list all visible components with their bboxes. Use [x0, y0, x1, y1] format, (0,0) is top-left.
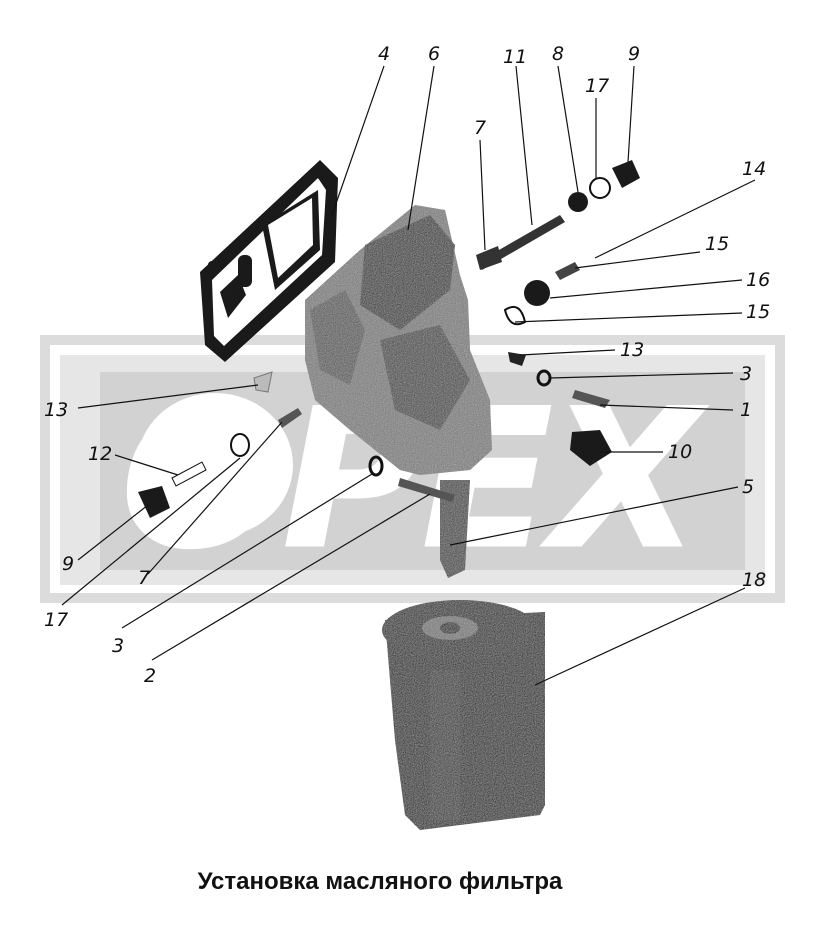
callout-13-left: 13 — [44, 399, 68, 421]
callout-9-left: 9 — [62, 553, 74, 575]
plug-9-left — [138, 486, 170, 518]
spring-12 — [171, 461, 207, 487]
bolt-13-left — [253, 371, 273, 393]
valve-16 — [524, 280, 550, 306]
spring-7-left — [278, 408, 302, 428]
callout-1: 1 — [740, 399, 752, 421]
oring-3-left — [368, 455, 384, 477]
fittings — [138, 160, 640, 518]
callout-3-right: 3 — [740, 363, 752, 385]
callout-18: 18 — [742, 569, 766, 591]
callout-12: 12 — [88, 443, 112, 465]
callout-labels: 4 6 11 8 9 17 7 14 15 16 15 13 3 1 13 12… — [44, 43, 770, 687]
callout-10: 10 — [668, 441, 692, 463]
ring-17-left — [230, 433, 250, 457]
plug-9-top — [612, 160, 640, 188]
callout-8: 8 — [552, 43, 564, 65]
spring-7-top — [476, 246, 502, 270]
oil-filter-18 — [382, 600, 545, 830]
callout-4: 4 — [378, 43, 390, 65]
pin-1 — [572, 390, 610, 408]
callout-17-left: 17 — [44, 609, 68, 631]
plug-10 — [570, 430, 612, 466]
callout-14: 14 — [742, 158, 766, 180]
nut-8 — [568, 192, 588, 212]
callout-2: 2 — [144, 665, 156, 687]
callout-13-right: 13 — [620, 339, 644, 361]
callout-9-top: 9 — [628, 43, 640, 65]
callout-3-left: 3 — [112, 635, 124, 657]
ring-17-top — [589, 177, 611, 199]
callout-15-top: 15 — [705, 233, 729, 255]
leader-lines — [61, 65, 756, 686]
callout-15-bottom: 15 — [746, 301, 770, 323]
gasket-4 — [200, 160, 338, 362]
callout-5: 5 — [742, 476, 754, 498]
callout-7-left: 7 — [138, 567, 150, 589]
callout-7-top: 7 — [474, 117, 486, 139]
callout-16: 16 — [746, 269, 770, 291]
valve-2 — [398, 478, 455, 502]
spring-15 — [555, 262, 580, 280]
filter-housing-6 — [305, 205, 492, 578]
callout-6: 6 — [428, 43, 440, 65]
callout-11: 11 — [503, 46, 527, 68]
diagram-caption: Установка масляного фильтра — [197, 868, 563, 895]
callout-17-top: 17 — [585, 75, 609, 97]
